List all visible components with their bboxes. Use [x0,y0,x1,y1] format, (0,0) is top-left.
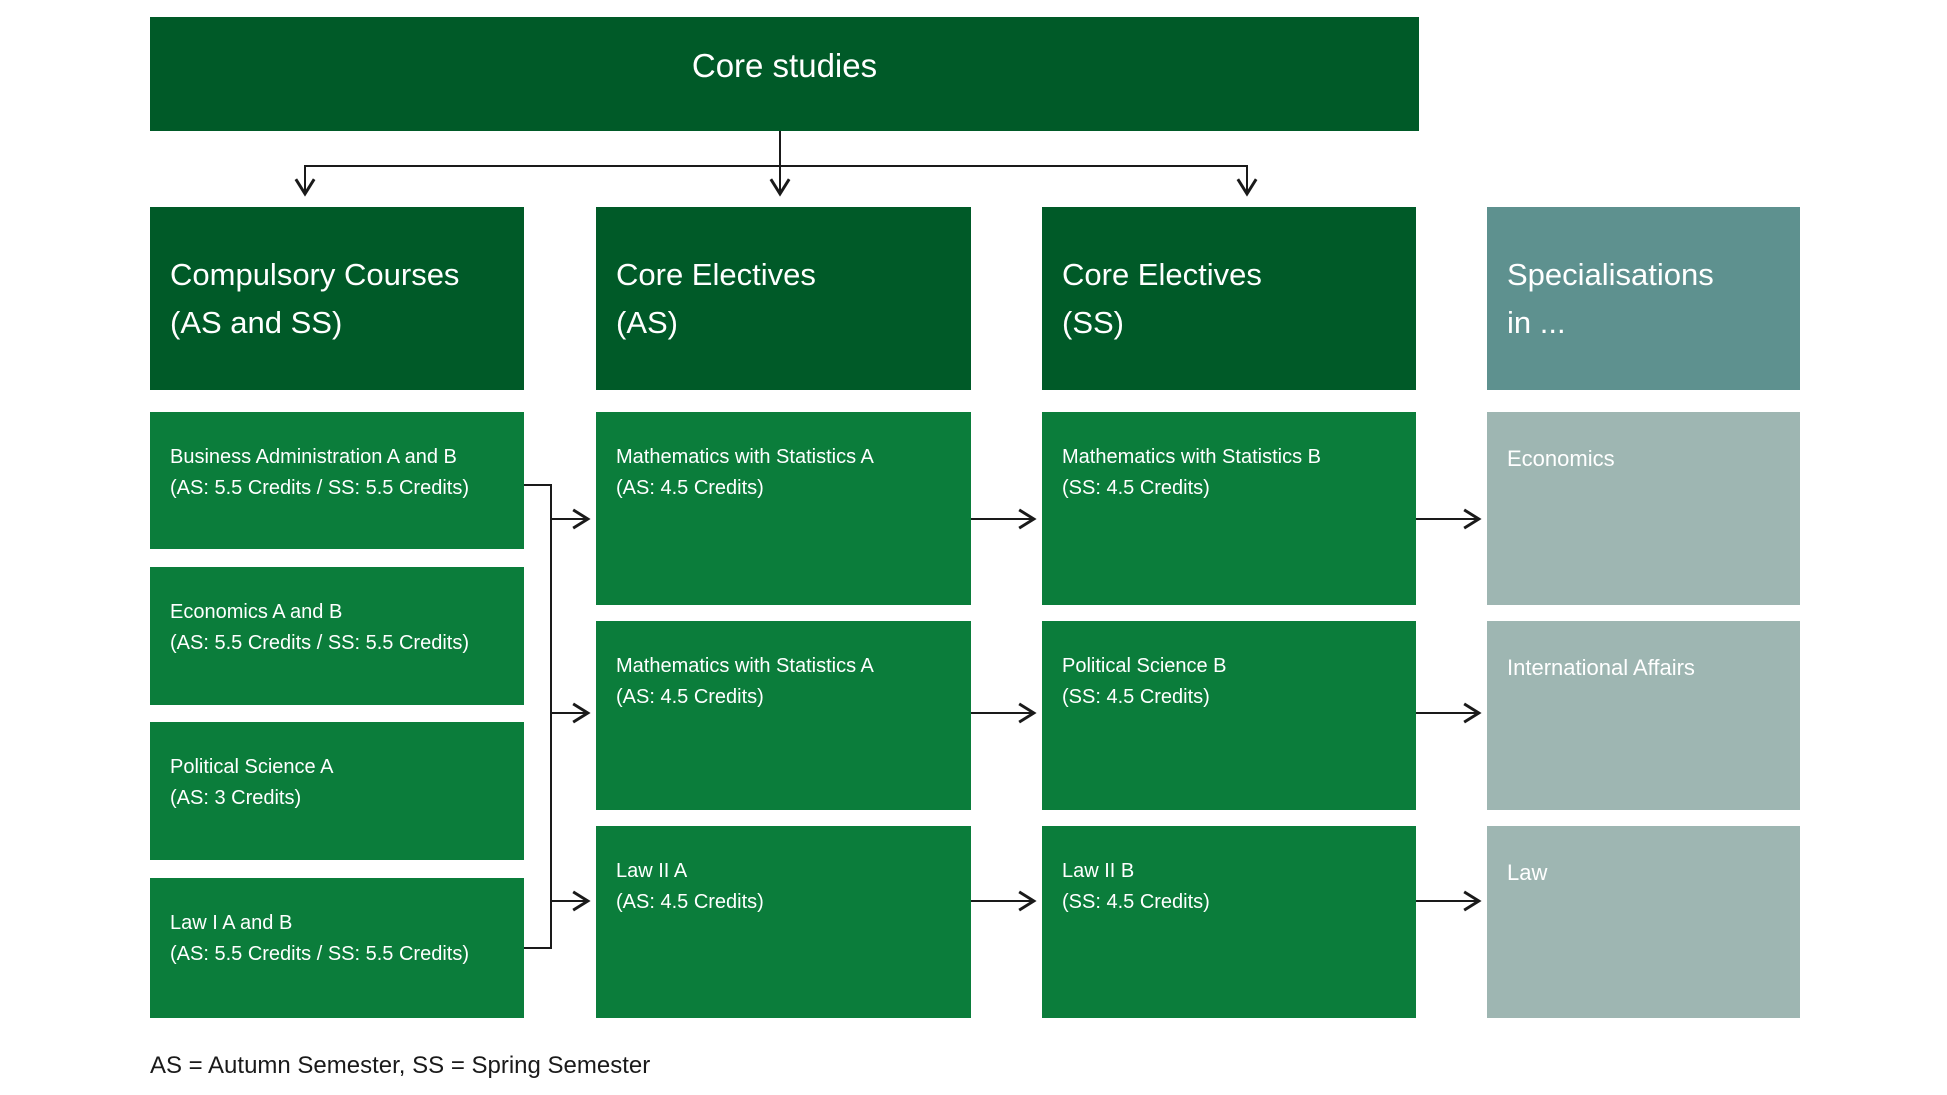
course-box-law-2-a: Law II A (AS: 4.5 Credits) [596,826,971,1018]
course-box-math-stats-b: Mathematics with Statistics B (SS: 4.5 C… [1042,412,1416,605]
course-credits: (SS: 4.5 Credits) [1062,477,1210,499]
core-studies-label: Core studies [691,47,878,84]
core-studies-banner: Core studies [150,17,1419,131]
course-box-law-2-b: Law II B (SS: 4.5 Credits) [1042,826,1416,1018]
course-credits: (AS: 5.5 Credits / SS: 5.5 Credits) [170,477,469,499]
course-name: Law II A [616,860,688,882]
course-name: Mathematics with Statistics B [1062,446,1321,468]
spec-box-economics: Economics [1487,412,1800,605]
header-compulsory-courses: Compulsory Courses (AS and SS) [150,207,524,390]
header-line2: (AS and SS) [170,305,343,341]
header-core-electives-ss: Core Electives (SS) [1042,207,1416,390]
course-box-political-science-b: Political Science B (SS: 4.5 Credits) [1042,621,1416,810]
course-credits: (AS: 5.5 Credits / SS: 5.5 Credits) [170,632,469,654]
course-box-economics-a-b: Economics A and B (AS: 5.5 Credits / SS:… [150,567,524,705]
legend-footnote: AS = Autumn Semester, SS = Spring Semest… [150,1052,651,1079]
course-box-political-science-a: Political Science A (AS: 3 Credits) [150,722,524,860]
header-line2: (AS) [616,305,678,341]
course-name: Mathematics with Statistics A [616,655,874,677]
spec-name: International Affairs [1507,655,1695,680]
course-credits: (AS: 4.5 Credits) [616,891,764,913]
header-line1: Core Electives [1062,257,1262,292]
course-credits: (SS: 4.5 Credits) [1062,891,1210,913]
header-line2: in ... [1507,305,1566,341]
course-name: Law I A and B [170,912,293,934]
course-box-law-1: Law I A and B (AS: 5.5 Credits / SS: 5.5… [150,878,524,1018]
spec-name: Economics [1507,446,1615,471]
header-line1: Core Electives [616,257,816,292]
course-credits: (AS: 3 Credits) [170,787,302,809]
header-line1: Compulsory Courses [170,257,460,292]
course-name: Mathematics with Statistics A [616,446,874,468]
course-credits: (SS: 4.5 Credits) [1062,686,1210,708]
header-core-electives-as: Core Electives (AS) [596,207,971,390]
course-name: Political Science B [1062,655,1227,677]
course-box-business-administration: Business Administration A and B (AS: 5.5… [150,412,524,549]
course-box-math-stats-a-2: Mathematics with Statistics A (AS: 4.5 C… [596,621,971,810]
header-line1: Specialisations [1507,257,1714,292]
course-name: Political Science A [170,756,334,778]
course-credits: (AS: 5.5 Credits / SS: 5.5 Credits) [170,943,469,965]
course-credits: (AS: 4.5 Credits) [616,686,764,708]
spec-box-law: Law [1487,826,1800,1018]
course-credits: (AS: 4.5 Credits) [616,477,764,499]
spec-name: Law [1507,860,1548,885]
header-line2: (SS) [1062,305,1124,341]
header-specialisations: Specialisations in ... [1487,207,1800,390]
spec-box-international-affairs: International Affairs [1487,621,1800,810]
course-name: Economics A and B [170,601,343,623]
course-name: Business Administration A and B [170,446,457,468]
course-box-math-stats-a-1: Mathematics with Statistics A (AS: 4.5 C… [596,412,971,605]
course-name: Law II B [1062,860,1135,882]
